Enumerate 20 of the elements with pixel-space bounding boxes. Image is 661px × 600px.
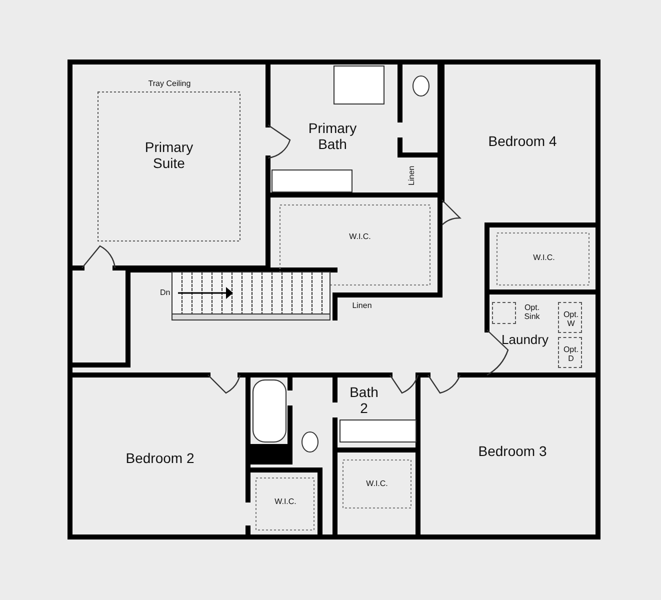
room-label: W.I.C.	[274, 497, 298, 506]
room-label: W.I.C.	[365, 479, 389, 488]
room-label: Linen	[351, 301, 373, 310]
appliance-outline	[558, 302, 582, 333]
ceiling-note: Tray Ceiling	[147, 79, 192, 88]
room-label: W.I.C.	[532, 253, 556, 262]
appliance-outline	[558, 337, 582, 368]
stair-direction-label: Dn	[160, 288, 170, 298]
room-label: Linen	[406, 164, 416, 188]
room-name: Primary Suite	[144, 139, 194, 172]
room-label: Opt. Sink	[523, 303, 541, 322]
room-label: Opt. D	[562, 345, 580, 364]
room-name: Primary Bath	[307, 120, 358, 152]
room-label: Laundry	[500, 333, 550, 348]
room-name: Bath 2	[348, 384, 380, 416]
room-name: Bedroom 2	[124, 450, 196, 466]
room-label: Opt. W	[562, 310, 580, 328]
room-label: W.I.C.	[348, 232, 372, 242]
room-name: Bedroom 4	[487, 133, 558, 150]
room-name: Bedroom 3	[477, 443, 548, 460]
